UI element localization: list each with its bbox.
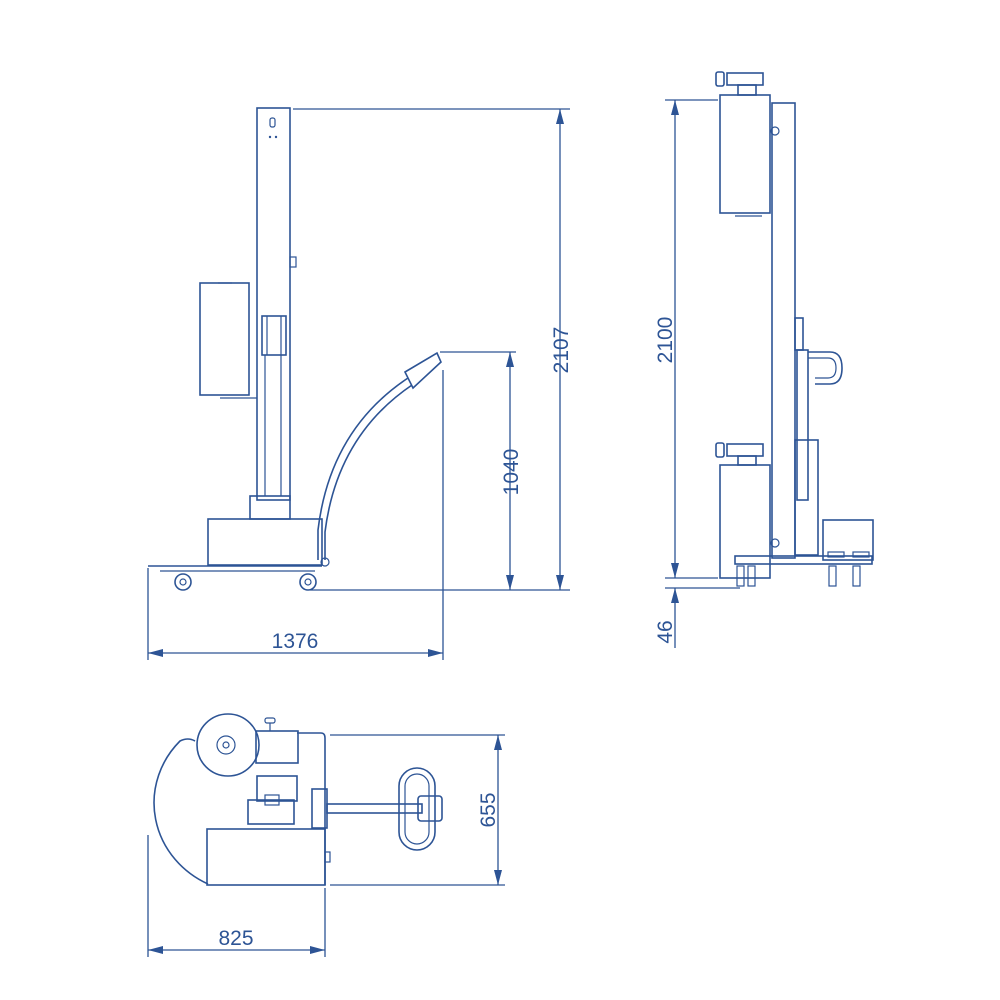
- film-roll: [196, 713, 260, 777]
- push-handle: [317, 351, 442, 560]
- dimension-label-46: 46: [654, 620, 677, 643]
- dimension-1040: 1040: [440, 351, 523, 590]
- dimension-label-1040: 1040: [500, 449, 523, 496]
- dimension-label-825: 825: [218, 927, 253, 950]
- dimension-label-1376: 1376: [272, 630, 319, 653]
- handle-arm: [326, 803, 423, 814]
- base-front: [734, 519, 874, 587]
- dimension-label-2107: 2107: [550, 327, 573, 374]
- dimension-46: 46: [654, 587, 740, 648]
- base: [148, 495, 330, 591]
- handle-loop: [398, 767, 436, 851]
- dimension-label-2100: 2100: [654, 317, 677, 364]
- dimension-2107: 2107: [293, 108, 573, 591]
- rotation-arc: [153, 738, 209, 885]
- film-roll-carriage: [199, 282, 257, 399]
- dimension-2100: 2100: [654, 99, 718, 579]
- dimension-1376: 1376: [147, 370, 444, 660]
- mast: [256, 107, 297, 501]
- dimension-655: 655: [330, 734, 505, 886]
- dimension-label-655: 655: [477, 792, 500, 827]
- upper-carriage: [715, 71, 780, 217]
- front-view: 2100 46: [654, 71, 874, 648]
- side-view: 2107 1040 1376: [147, 107, 573, 660]
- mast-front: [771, 102, 843, 559]
- lower-carriage: [715, 442, 780, 579]
- top-view: 655 825: [147, 713, 505, 957]
- handle-grip: [417, 795, 443, 822]
- dimension-825: 825: [147, 835, 326, 957]
